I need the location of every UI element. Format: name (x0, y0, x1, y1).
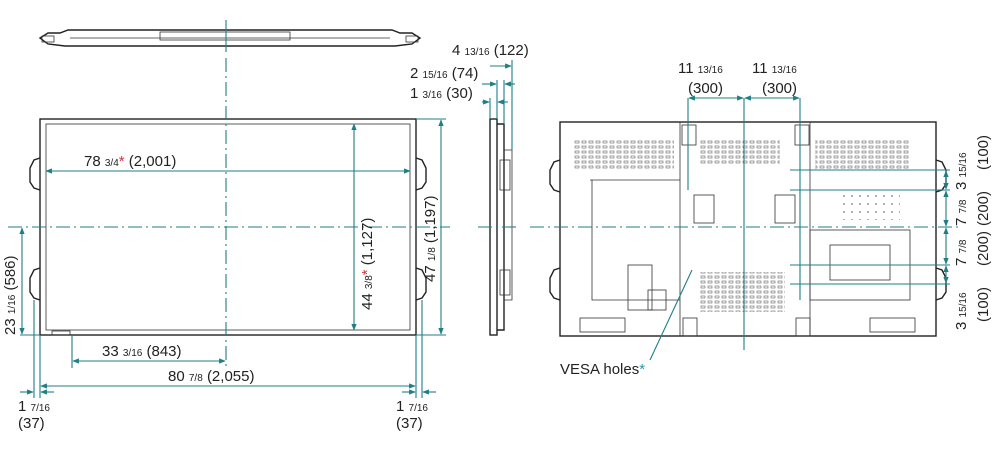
vert-4-label: 3 15/16 (953, 292, 970, 330)
front-view (8, 58, 450, 398)
center-height-label: 23 1/16 (586) (2, 255, 19, 335)
vesa-right-whole: 11 13/16 (752, 60, 797, 77)
right-margin-mm: (37) (396, 415, 423, 432)
screen-height-label: 44 3/8* (1,127) (359, 218, 376, 310)
vert-2-label: 7 7/8 (953, 199, 970, 226)
left-margin-label: 1 7/16 (18, 398, 50, 415)
vert-1-mm: (100) (975, 135, 992, 170)
vert-3-label: 7 7/8 (953, 239, 970, 266)
right-margin-label: 1 7/16 (396, 398, 428, 415)
vesa-left-whole: 11 13/16 (678, 60, 723, 77)
vesa-holes-label: VESA holes* (560, 361, 645, 378)
center-offset-label: 33 3/16 (843) (102, 343, 182, 360)
vert-1-label: 3 15/16 (953, 152, 970, 190)
vesa-right-mm: (300) (762, 80, 797, 97)
depth-thin-label: 1 3/16 (30) (410, 85, 473, 102)
screen-width-label: 78 3/4* (2,001) (84, 153, 176, 170)
vert-3-mm: (200) (975, 231, 992, 266)
overall-width-label: 80 7/8 (2,055) (168, 368, 254, 385)
depth-mid-label: 2 15/16 (74) (410, 65, 478, 82)
top-view (38, 20, 422, 52)
depth-total-label: 4 13/16 (122) (452, 42, 529, 59)
vesa-left-mm: (300) (688, 80, 723, 97)
vert-2-mm: (200) (975, 191, 992, 226)
overall-height-label: 47 1/8 (1,197) (422, 196, 439, 282)
rear-view (530, 95, 960, 361)
vert-4-mm: (100) (975, 287, 992, 322)
left-margin-mm: (37) (18, 415, 45, 432)
side-view (478, 60, 520, 336)
